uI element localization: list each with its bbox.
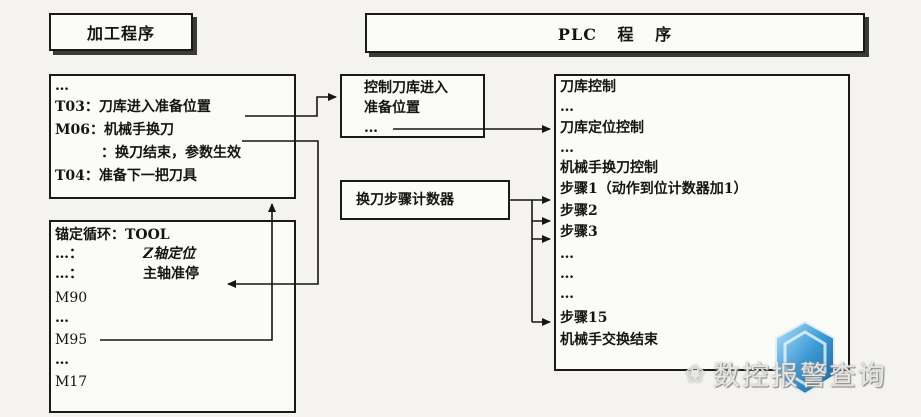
plc-line: 机械手换刀控制: [560, 160, 658, 176]
magazine-line: …: [364, 120, 378, 136]
plc-line: 步骤15: [560, 310, 608, 326]
program-line: T04：准备下一把刀具: [55, 168, 197, 184]
magazine-control-box: 控制刀库进入 准备位置 …: [340, 74, 485, 138]
plc-program-box: 刀库控制 … 刀库定位控制 … 机械手换刀控制 步骤1（动作到位计数器加1） 步…: [554, 74, 850, 371]
cycle-line: …：: [55, 266, 83, 282]
plc-line: 机械手交换结束: [560, 332, 658, 348]
plc-line: 步骤2: [560, 203, 598, 219]
plc-line: …: [560, 266, 574, 282]
plc-line: 步骤1（动作到位计数器加1）: [560, 181, 748, 197]
plc-header-label: PLC 程 序: [557, 25, 673, 44]
step-counter-label: 换刀步骤计数器: [356, 192, 454, 208]
cycle-line: …: [55, 310, 69, 326]
cycle-line: 主轴准停: [143, 266, 199, 282]
program-line: T03：刀库进入准备位置: [55, 99, 211, 115]
plc-line: …: [560, 246, 574, 262]
plc-line: …: [560, 286, 574, 302]
fixed-cycle-box: 锚定循环：TOOL …： Z轴定位 …： 主轴准停 M90 … M95 … M1…: [49, 220, 296, 413]
cycle-line: M90: [55, 290, 88, 306]
watermark-logo: [775, 320, 835, 396]
wechat-icon: ❀: [685, 360, 706, 388]
counter-link: [510, 199, 533, 322]
cycle-line: M17: [55, 374, 88, 390]
program-line: ：换刀结束，参数生效: [101, 145, 241, 161]
magazine-line: 控制刀库进入: [364, 80, 448, 96]
step-counter-box: 换刀步骤计数器: [340, 180, 510, 220]
cycle-line: M95: [55, 332, 88, 348]
plc-line: 步骤3: [560, 224, 598, 240]
cycle-line: 锚定循环：TOOL: [55, 227, 170, 243]
plc-line: 刀库控制: [560, 79, 616, 95]
plc-line: …: [560, 140, 574, 156]
machining-program-box: … T03：刀库进入准备位置 M06：机械手换刀 ：换刀结束，参数生效 T04：…: [49, 74, 296, 199]
cycle-line: Z轴定位: [143, 246, 196, 262]
program-line: M06：机械手换刀: [55, 122, 174, 138]
program-header: 加工程序: [49, 13, 193, 51]
plc-line: …: [560, 99, 574, 115]
watermark-text: 数控报警查询: [713, 361, 887, 392]
plc-line: 刀库定位控制: [560, 120, 644, 136]
cycle-line: …: [55, 352, 69, 368]
program-header-label: 加工程序: [86, 24, 155, 43]
cycle-line: …：: [55, 246, 83, 262]
magazine-line: 准备位置: [364, 100, 420, 116]
program-line: …: [55, 78, 69, 94]
plc-header: PLC 程 序: [365, 13, 865, 53]
